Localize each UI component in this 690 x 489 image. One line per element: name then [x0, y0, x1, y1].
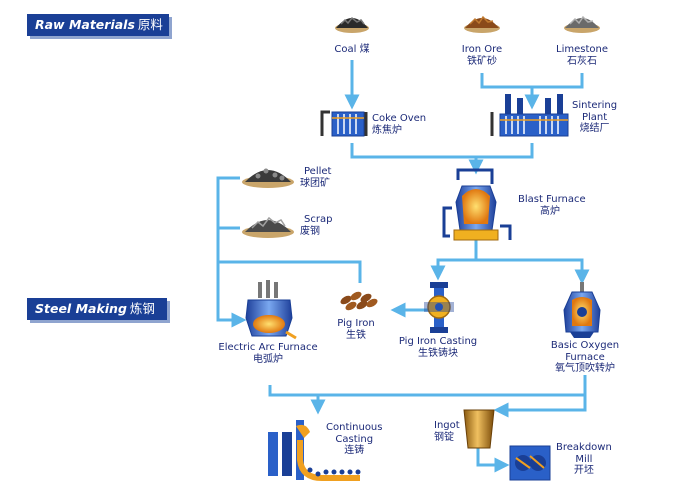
pig-iron-label: Pig Iron 生铁: [337, 318, 374, 341]
pig-iron-casting-label: Pig Iron Casting 生铁铸块: [399, 336, 477, 359]
connector-to-blast: [350, 143, 534, 159]
steel-making-title: Steel Making: [35, 301, 127, 316]
connector-pigiron-eaf: [218, 260, 362, 283]
basic-oxygen-furnace-label-en2: Furnace: [565, 351, 605, 363]
raw-materials-title: Raw Materials: [35, 17, 135, 32]
raw-materials-title-cn: 原料: [137, 17, 163, 32]
connector-eaf-cc: [268, 385, 326, 415]
pellet-pile-icon: [242, 168, 294, 188]
connector-ore-limestone: [480, 73, 584, 89]
pig-iron-label-en: Pig Iron: [337, 318, 375, 329]
sintering-plant-label-en2: Plant: [581, 111, 608, 123]
scrap-pile-icon: [242, 216, 294, 238]
limestone-label-en: Limestone: [556, 44, 608, 55]
connector-blast-output: [430, 240, 478, 281]
coke-oven-label-en: Coke Oven: [372, 113, 427, 124]
sintering-plant-label-cn: 烧结厂: [579, 123, 610, 134]
iron-ore-label: Iron Ore 铁矿砂: [462, 44, 502, 67]
breakdown-mill-icon: [509, 445, 551, 481]
scrap-label-cn: 废钢: [300, 225, 320, 237]
pellet-label-en: Pellet: [304, 166, 332, 177]
limestone-pile-icon: [564, 15, 600, 33]
connector-blast-bof: [476, 258, 590, 285]
sintering-plant-icon: [490, 94, 569, 137]
coke-oven-label: Coke Oven 炼焦炉: [372, 113, 426, 136]
blast-furnace-label: Blast Furnace 高炉: [518, 194, 586, 217]
coal-label-en: Coal: [334, 44, 357, 55]
coal-pile-icon: [335, 16, 369, 33]
sintering-plant-label-en1: Sintering: [572, 100, 618, 111]
continuous-casting-label-en1: Continuous: [326, 422, 383, 433]
sintering-plant-label: Sintering Plant 烧结厂: [572, 100, 617, 135]
basic-oxygen-furnace-icon: [563, 282, 601, 338]
electric-arc-furnace-label-cn: 电弧炉: [253, 353, 283, 365]
blast-furnace-label-cn: 高炉: [540, 205, 560, 217]
connector-pellet-scrap-feed: [216, 176, 240, 262]
ingot-label-en: Ingot: [434, 420, 460, 431]
electric-arc-furnace-label-en: Electric Arc Furnace: [218, 342, 318, 353]
breakdown-mill-label-en1: Breakdown: [556, 442, 612, 453]
iron-ore-label-cn: 铁矿砂: [466, 55, 497, 67]
breakdown-mill-label-en2: Mill: [575, 453, 593, 465]
blast-furnace-label-en: Blast Furnace: [518, 194, 586, 205]
pig-iron-icon: [340, 291, 378, 311]
basic-oxygen-furnace-label-en1: Basic Oxygen: [550, 340, 620, 351]
scrap-label: Scrap 废钢: [300, 214, 332, 237]
continuous-casting-icon: [268, 420, 361, 481]
coal-label-cn: 煤: [359, 44, 370, 55]
ingot-label-cn: 钢锭: [434, 431, 454, 443]
electric-arc-furnace-icon: [245, 280, 297, 340]
pig-iron-label-cn: 生铁: [345, 329, 366, 341]
connector-bof-ingot: [493, 395, 587, 418]
connectors: [216, 60, 590, 473]
breakdown-mill-label-cn: 开坯: [573, 465, 594, 476]
pellet-label: Pellet 球团矿: [300, 166, 331, 189]
electric-arc-furnace-label: Electric Arc Furnace 电弧炉: [218, 342, 317, 365]
ingot-label: Ingot 钢锭: [434, 420, 460, 443]
pellet-label-cn: 球团矿: [300, 177, 330, 189]
iron-ore-pile-icon: [464, 15, 500, 33]
continuous-casting-label-en2: Casting: [335, 433, 374, 445]
pig-iron-casting-label-cn: 生铁铸块: [417, 347, 458, 359]
basic-oxygen-furnace-label-cn: 氧气顶吹转炉: [554, 363, 615, 374]
coke-oven-icon: [320, 110, 368, 137]
connector-bof-cc: [318, 375, 587, 397]
ingot-icon: [463, 409, 495, 449]
pig-iron-casting-label-en: Pig Iron Casting: [398, 336, 478, 347]
pig-iron-casting-icon: [424, 282, 454, 333]
scrap-label-en: Scrap: [304, 214, 333, 225]
connector-feed-eaf: [216, 262, 247, 328]
limestone-label-cn: 石灰石: [566, 55, 597, 67]
blast-furnace-icon: [442, 168, 512, 241]
basic-oxygen-furnace-label: Basic Oxygen Furnace 氧气顶吹转炉: [551, 340, 619, 375]
limestone-label: Limestone 石灰石: [556, 44, 608, 67]
coke-oven-label-cn: 炼焦炉: [372, 124, 402, 136]
coal-label: Coal 煤: [334, 44, 369, 56]
connector-ingot-mill: [476, 448, 510, 473]
iron-ore-label-en: Iron Ore: [461, 44, 503, 55]
continuous-casting-label-cn: 连铸: [344, 445, 365, 456]
breakdown-mill-label: Breakdown Mill 开坯: [556, 442, 612, 477]
continuous-casting-label: Continuous Casting 连铸: [326, 422, 382, 457]
steel-making-title-cn: 炼钢: [129, 301, 155, 316]
